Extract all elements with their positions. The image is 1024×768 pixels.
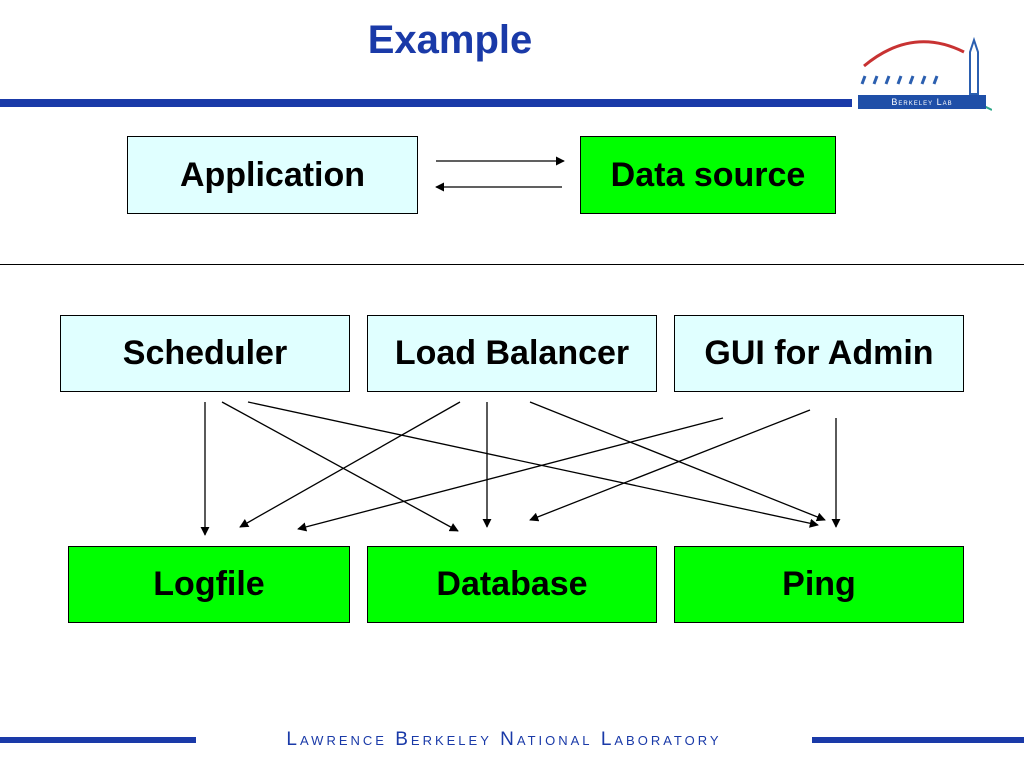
load-balancer-box: Load Balancer xyxy=(367,315,657,392)
berkeley-lab-logo-icon xyxy=(860,36,992,111)
arrow-load-balancer-to-logfile xyxy=(239,401,461,528)
ping-label: Ping xyxy=(782,565,856,603)
logfile-label: Logfile xyxy=(153,565,265,603)
gui-for-admin-box: GUI for Admin xyxy=(674,315,964,392)
logo-label: Berkeley Lab xyxy=(858,95,986,109)
scheduler-box: Scheduler xyxy=(60,315,350,392)
header-rule xyxy=(0,99,852,107)
arrow-load-balancer-to-ping xyxy=(529,401,826,522)
application-box: Application xyxy=(127,136,418,214)
data-source-box: Data source xyxy=(580,136,836,214)
footer-rule-left xyxy=(0,737,196,743)
slide-title: Example xyxy=(367,18,533,62)
database-box: Database xyxy=(367,546,657,623)
database-label: Database xyxy=(436,565,588,603)
arrow-gui-for-admin-to-logfile xyxy=(297,417,724,532)
arrow-gui-for-admin-to-database xyxy=(529,409,811,522)
ping-box: Ping xyxy=(674,546,964,623)
footer-rule-right xyxy=(812,737,1024,743)
application-label: Application xyxy=(179,155,366,194)
footer-lab-name: Lawrence Berkeley National Laboratory xyxy=(286,729,722,750)
gui-for-admin-label: GUI for Admin xyxy=(704,334,934,372)
arrow-scheduler-to-database xyxy=(221,401,459,532)
data-source-label: Data source xyxy=(610,155,806,194)
load-balancer-label: Load Balancer xyxy=(394,334,630,372)
arrow-scheduler-to-ping xyxy=(247,401,819,528)
section-divider xyxy=(0,264,1024,265)
logfile-box: Logfile xyxy=(68,546,350,623)
scheduler-label: Scheduler xyxy=(122,334,288,372)
